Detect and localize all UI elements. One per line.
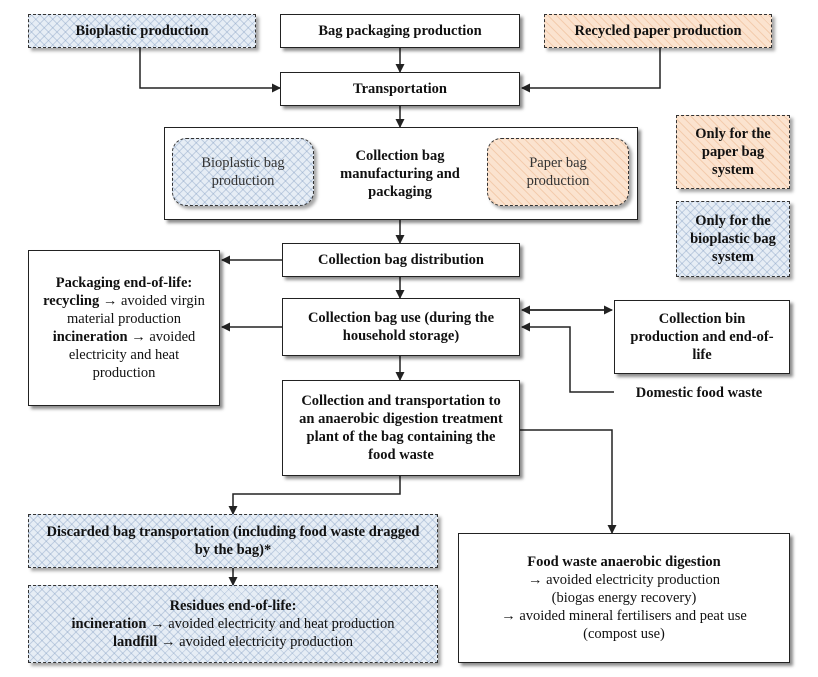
collection-bin-box: Collection bin production and end-of-lif… [614,300,790,374]
packaging-eol-incineration-text: → avoided electricity and heat productio… [68,329,196,381]
domestic-food-waste-label: Domestic food waste [635,385,763,401]
domestic-food-waste-label-box: Domestic food waste [616,382,782,404]
food-waste-ad-line1: → avoided electricity production [527,572,721,588]
packaging-eol-box: Packaging end-of-life: recycling → avoid… [28,250,220,406]
collection-bag-distribution-box: Collection bag distribution [282,243,520,277]
collection-bag-distribution-label: Collection bag distribution [318,252,484,268]
bioplastic-bag-production-label: Bioplastic bag production [201,155,285,189]
bioplastic-production-box: Bioplastic production [28,14,256,48]
residues-eol-landfill-text: → avoided electricity production [160,634,353,650]
packaging-eol-recycling-term: recycling [43,293,100,309]
bioplastic-production-label: Bioplastic production [75,23,209,39]
recycled-paper-production-label: Recycled paper production [574,23,742,39]
collection-bag-use-label: Collection bag use (during the household… [307,310,495,344]
packaging-eol-recycling-text: → avoided virgin material production [67,293,205,327]
bag-packaging-production-label: Bag packaging production [318,23,482,39]
arrow-collection-to-ad [520,429,617,534]
recycled-paper-production-box: Recycled paper production [544,14,772,48]
arrow-collection-to-discarded [228,476,401,515]
paper-bag-production-box: Paper bag production [487,138,629,206]
residues-eol-incineration-text: → avoided electricity and heat productio… [150,616,395,632]
packaging-eol-incineration-term: incineration [52,329,128,345]
transportation-label: Transportation [353,81,447,97]
packaging-eol-title: Packaging end-of-life: [55,275,193,291]
paper-bag-production-label: Paper bag production [526,155,590,189]
collection-transportation-box: Collection and transportation to an anae… [282,380,520,476]
residues-eol-landfill-term: landfill [112,634,158,650]
collection-bag-manufacturing-label: Collection bag manufacturing and packagi… [340,148,460,200]
residues-eol-title: Residues end-of-life: [169,598,297,614]
food-waste-ad-box: Food waste anaerobic digestion → avoided… [458,533,790,663]
residues-eol-box: Residues end-of-life: incineration → avo… [28,585,438,663]
legend-bioplastic-only: Only for the bioplastic bag system [676,201,790,277]
bioplastic-bag-production-box: Bioplastic bag production [172,138,314,206]
legend-paper-only: Only for the paper bag system [676,115,790,189]
collection-transportation-label: Collection and transportation to an anae… [299,393,503,463]
food-waste-ad-title: Food waste anaerobic digestion [527,554,721,570]
transportation-box: Transportation [280,72,520,106]
collection-bag-manufacturing-box: Collection bag manufacturing and packagi… [326,140,474,208]
discarded-bag-transportation-label: Discarded bag transportation (including … [46,524,420,558]
collection-bin-label: Collection bin production and end-of-lif… [630,311,774,363]
food-waste-ad-line4: (compost use) [583,626,665,642]
arrow-bioplastic-to-transport [139,48,281,93]
arrow-paper-to-transport [521,48,661,93]
bag-packaging-production-box: Bag packaging production [280,14,520,48]
residues-eol-incineration-term: incineration [71,616,147,632]
food-waste-ad-line2: (biogas energy recovery) [551,590,697,606]
legend-paper-only-label: Only for the paper bag system [695,126,771,178]
collection-bag-use-box: Collection bag use (during the household… [282,298,520,356]
discarded-bag-transportation-box: Discarded bag transportation (including … [28,514,438,568]
food-waste-ad-line3: → avoided mineral fertilisers and peat u… [501,608,747,624]
arrow-food-waste-to-use [521,322,614,393]
legend-bioplastic-only-label: Only for the bioplastic bag system [690,213,776,265]
